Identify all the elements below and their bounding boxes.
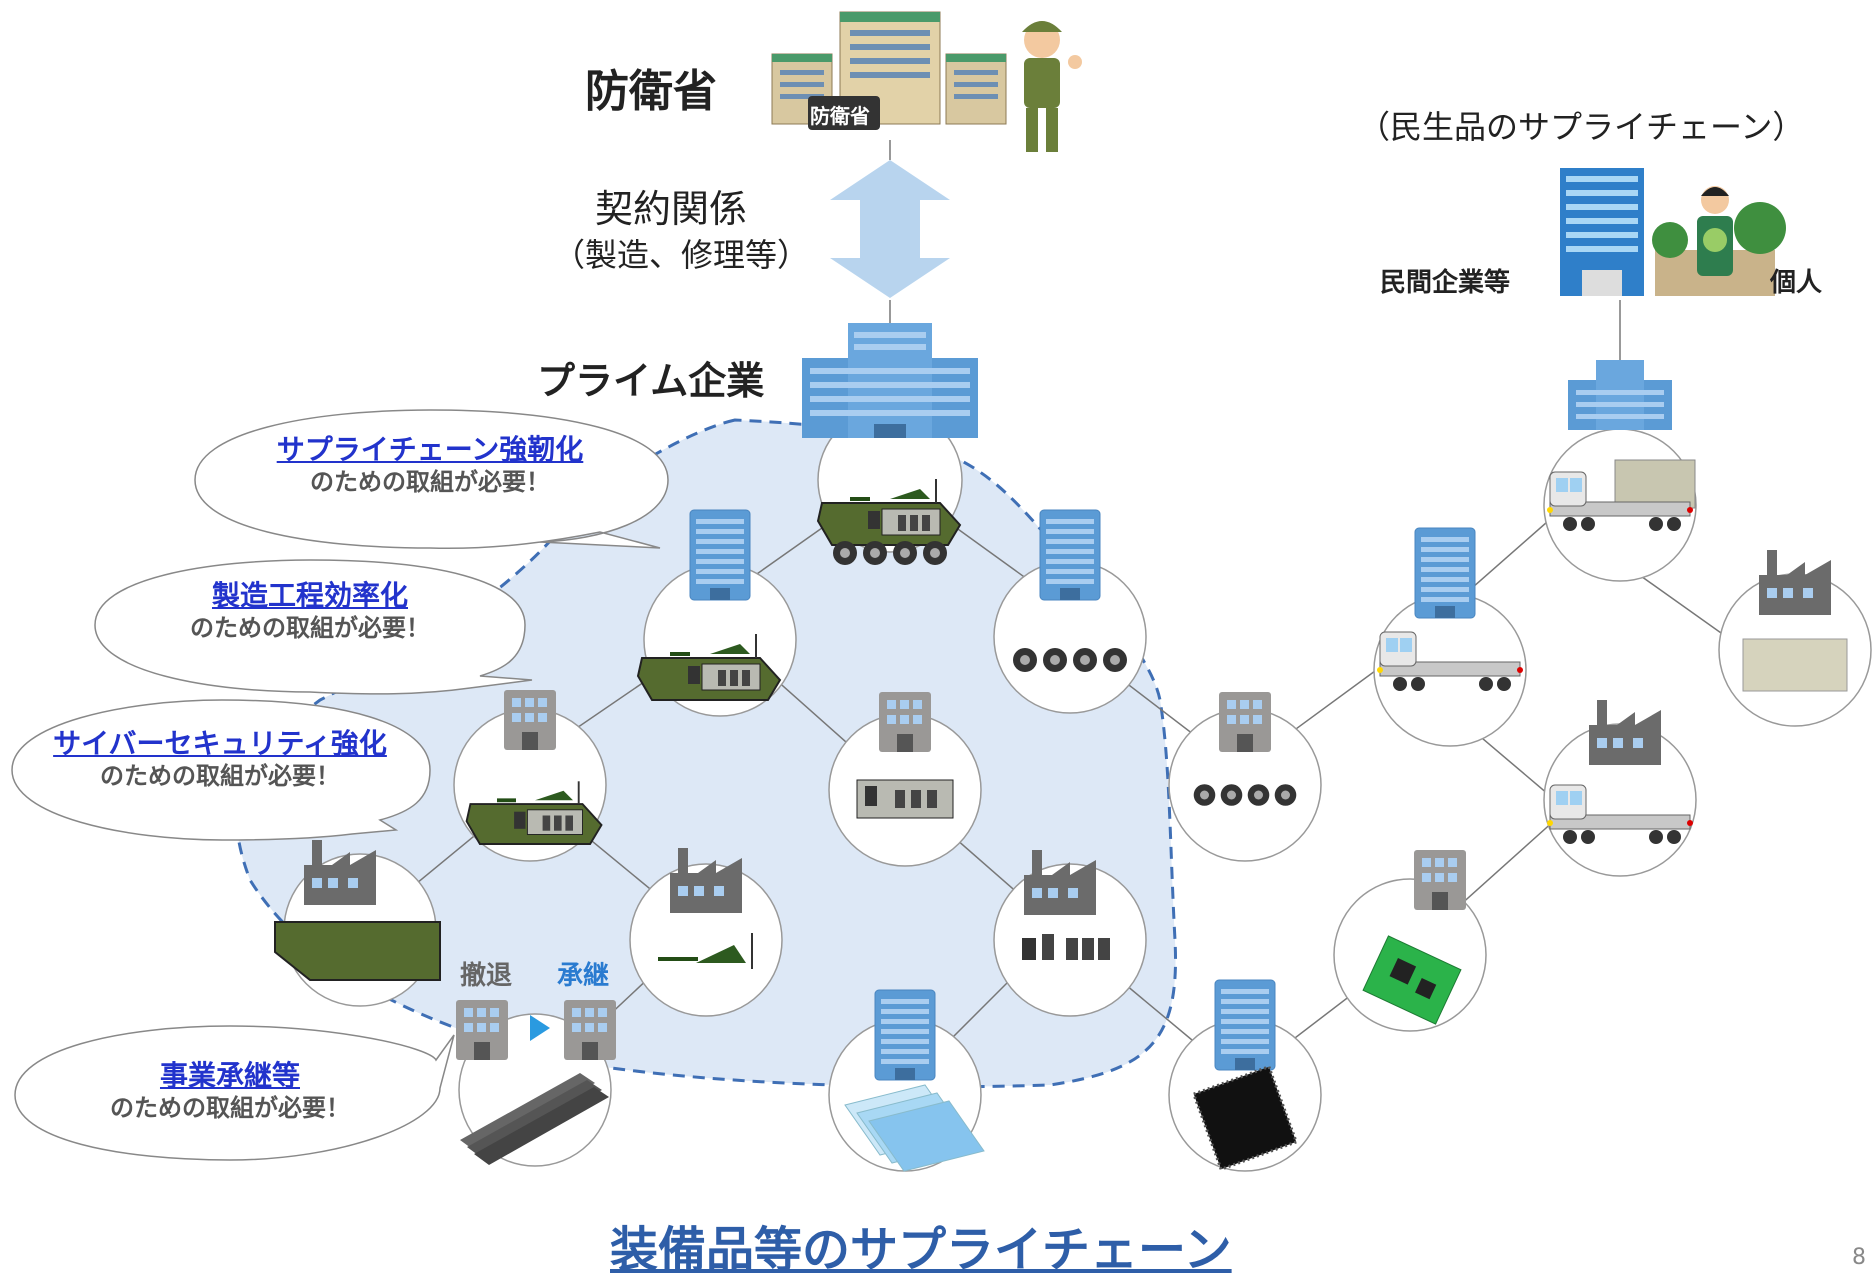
factory-icon: [1589, 700, 1661, 765]
interior-parts-icon: [856, 779, 954, 819]
factory-icon: [1759, 550, 1831, 615]
small-building-icon: [504, 690, 556, 750]
callout-bubbles: [11, 409, 669, 1161]
callout-cybersecurity: サイバーセキュリティ強化 のための取組が必要！: [20, 726, 420, 791]
prime-company-label: プライム企業: [537, 359, 765, 403]
callout-text: のための取組が必要！: [100, 762, 340, 790]
small-building-icon: [879, 692, 931, 752]
callout-link[interactable]: 製造工程効率化: [211, 579, 408, 612]
small-building-icon: [1219, 692, 1271, 752]
turret-weapon-icon: [658, 933, 753, 969]
container-truck-icon: [1546, 459, 1696, 532]
civil-office-icon: [1560, 168, 1644, 296]
callout-text: のための取組が必要！: [190, 614, 430, 642]
office-building-icon: [874, 989, 936, 1081]
civil-company-label: 民間企業等: [1380, 268, 1511, 298]
ministry-building-icon: [771, 11, 1007, 130]
civil-chain-heading: （民生品のサプライチェーン）: [1358, 108, 1805, 146]
callout-supply-chain: サプライチェーン強靭化 のための取組が必要！: [230, 432, 630, 497]
contract-sublabel: （製造、修理等）: [553, 236, 810, 274]
office-building-icon: [1039, 509, 1101, 601]
withdrawn-building-icon: [456, 1000, 508, 1060]
office-building-icon: [1214, 979, 1276, 1071]
small-building-icon: [1414, 850, 1466, 910]
callout-link[interactable]: 事業承継等: [159, 1059, 300, 1092]
successor-building-icon: [564, 1000, 616, 1060]
ministry-sign: 防衛省: [810, 104, 870, 128]
callout-manufacturing: 製造工程効率化 のための取組が必要！: [110, 578, 510, 643]
interior-parts-icon: [1022, 934, 1110, 960]
callout-link[interactable]: サイバーセキュリティ強化: [53, 727, 387, 760]
succession-arrow-icon: [530, 1015, 550, 1041]
page-number: 8: [1852, 1245, 1866, 1270]
contract-label: 契約関係: [595, 187, 748, 231]
callout-text: のための取組が必要！: [110, 1094, 350, 1122]
glass-panels-icon: [844, 1084, 985, 1172]
office-building-icon: [689, 509, 751, 601]
hull-part-icon: [274, 921, 441, 981]
circuit-board-icon: [1362, 935, 1462, 1025]
shop-clerk-icon: [1652, 186, 1786, 296]
ministry-title: 防衛省: [585, 66, 717, 117]
civil-individual-label: 個人: [1770, 268, 1823, 298]
callout-text: のための取組が必要！: [310, 468, 550, 496]
office-building-icon: [1414, 527, 1476, 619]
semiconductor-chip-icon: [1191, 1064, 1299, 1172]
succeed-label: 承継: [557, 961, 610, 991]
bottom-title: 装備品等のサプライチェーン: [610, 1222, 1232, 1278]
soldier-icon: [1022, 21, 1082, 152]
withdraw-label: 撤退: [460, 961, 513, 991]
metal-plates-icon: [460, 1073, 609, 1165]
prime-company-building-icon: [802, 323, 978, 438]
container-icon: [1742, 638, 1848, 692]
contract-arrow-icon: [830, 160, 950, 298]
callout-link[interactable]: サプライチェーン強靭化: [276, 433, 584, 466]
callout-business-succession: 事業承継等 のための取組が必要！: [30, 1058, 430, 1123]
civil-office-icon: [1568, 360, 1672, 430]
